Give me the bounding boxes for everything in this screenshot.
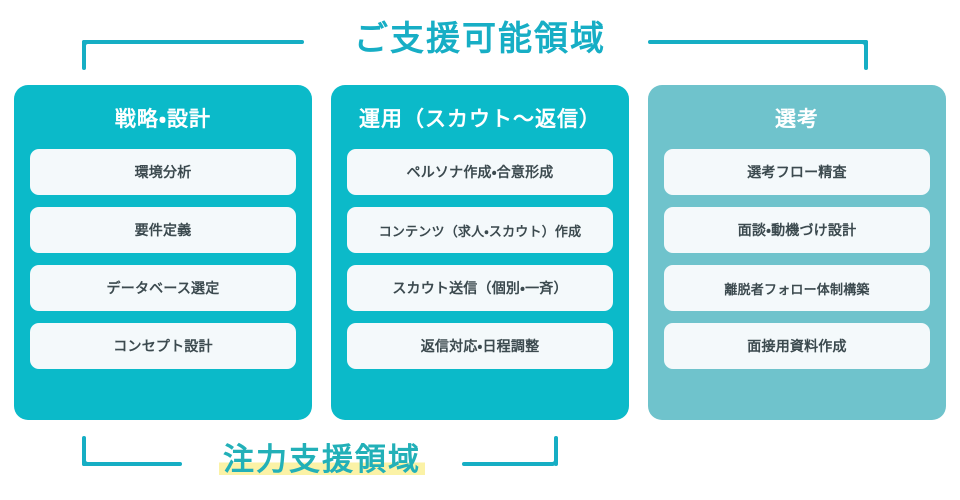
phase-column-screening-items: 選考フロー精査 面談・動機づけ設計 離脱者フォロー体制構築 面接用資料作成 bbox=[664, 149, 930, 369]
phase-column-operations-items: ペルソナ作成・合意形成 コンテンツ（求人・スカウト）作成 スカウト送信（個別・一… bbox=[347, 149, 613, 369]
top-scope-title-text: ご支援可能領域 bbox=[336, 16, 624, 62]
phase-column-operations: 運用（スカウト〜返信） ペルソナ作成・合意形成 コンテンツ（求人・スカウト）作成… bbox=[331, 85, 629, 420]
list-item[interactable]: 要件定義 bbox=[30, 207, 296, 253]
bottom-bracket-right-stub bbox=[554, 436, 558, 466]
top-bracket-left-line bbox=[82, 40, 304, 44]
list-item[interactable]: スカウト送信（個別・一斉） bbox=[347, 265, 613, 311]
top-bracket-right-line bbox=[648, 40, 868, 44]
list-item[interactable]: コンテンツ（求人・スカウト）作成 bbox=[347, 207, 613, 253]
list-item[interactable]: 環境分析 bbox=[30, 149, 296, 195]
list-item[interactable]: ペルソナ作成・合意形成 bbox=[347, 149, 613, 195]
phase-column-operations-header: 運用（スカウト〜返信） bbox=[359, 108, 601, 131]
bottom-bracket-left-line bbox=[82, 462, 182, 466]
bottom-bracket-right-line bbox=[462, 462, 554, 466]
list-item[interactable]: 面接用資料作成 bbox=[664, 323, 930, 369]
top-bracket-right-stub bbox=[864, 40, 868, 70]
phase-columns: 戦略・設計 環境分析 要件定義 データベース選定 コンセプト設計 運用（スカウト… bbox=[14, 85, 946, 420]
phase-column-screening-header: 選考 bbox=[775, 108, 819, 131]
top-scope-title: ご支援可能領域 bbox=[0, 16, 960, 62]
phase-column-strategy-header: 戦略・設計 bbox=[114, 108, 212, 131]
phase-column-strategy-items: 環境分析 要件定義 データベース選定 コンセプト設計 bbox=[30, 149, 296, 369]
list-item[interactable]: 選考フロー精査 bbox=[664, 149, 930, 195]
bottom-focus-title-text: 注力支援領域 bbox=[219, 442, 425, 477]
list-item[interactable]: データベース選定 bbox=[30, 265, 296, 311]
list-item[interactable]: 面談・動機づけ設計 bbox=[664, 207, 930, 253]
phase-column-screening: 選考 選考フロー精査 面談・動機づけ設計 離脱者フォロー体制構築 面接用資料作成 bbox=[648, 85, 946, 420]
phase-column-strategy: 戦略・設計 環境分析 要件定義 データベース選定 コンセプト設計 bbox=[14, 85, 312, 420]
list-item[interactable]: 返信対応・日程調整 bbox=[347, 323, 613, 369]
bottom-focus-title: 注力支援領域 bbox=[182, 438, 462, 482]
bottom-bracket-left-stub bbox=[82, 436, 86, 466]
top-bracket-left-stub bbox=[82, 40, 86, 70]
list-item[interactable]: 離脱者フォロー体制構築 bbox=[664, 265, 930, 311]
list-item[interactable]: コンセプト設計 bbox=[30, 323, 296, 369]
